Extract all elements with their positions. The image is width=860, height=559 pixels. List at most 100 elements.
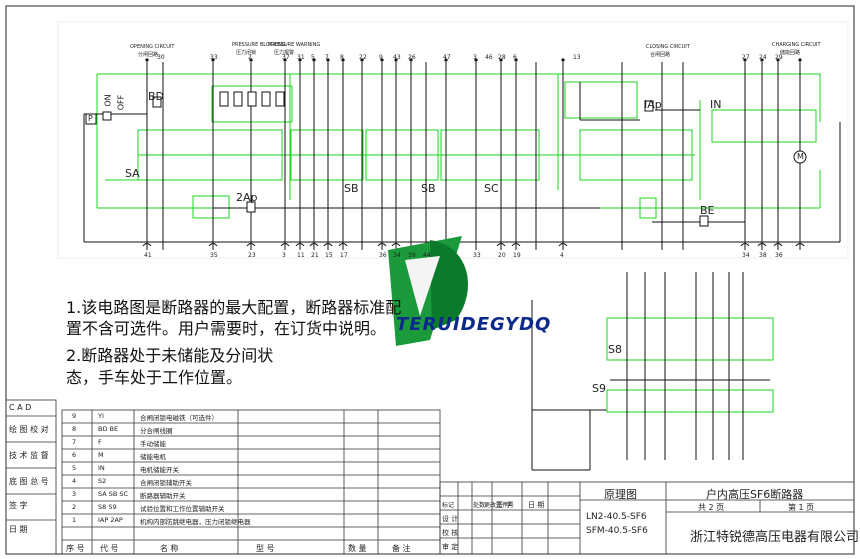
tb-audit: 审 定: [442, 543, 459, 551]
note-line-3: 2.断路器处于未储能及分间状: [66, 346, 274, 365]
bottom-terminal-number: 35: [210, 252, 218, 259]
top-terminal-number: 6: [513, 54, 517, 61]
bottom-terminal-number: 39: [408, 252, 416, 259]
bottom-terminal-number: 23: [248, 252, 256, 259]
tb-sign: 签 字: [496, 501, 513, 509]
bottom-terminal-number: 33: [473, 252, 481, 259]
pressure-warning-cn: 压力报警: [274, 50, 295, 56]
closing-circuit-title: CLOSING CIRCUIT: [646, 44, 690, 50]
top-terminal-number: 46: [485, 54, 493, 61]
parts-row-name: 合闸闭锁电磁铁（可选件）: [140, 414, 218, 422]
parts-row-name: 机构内部防跳继电器，压力闭锁继电器: [140, 518, 251, 526]
parts-row-code: M: [98, 451, 104, 459]
tb-model-1: LN2-40.5-SF6: [586, 512, 647, 522]
top-terminal-number: 13: [573, 54, 581, 61]
bottom-terminal-number: 36: [775, 252, 783, 259]
parts-row-no: 8: [72, 425, 77, 433]
label-sc: SC: [484, 182, 499, 195]
header-name: 名 称: [160, 544, 179, 553]
top-terminal-number: 9: [379, 54, 383, 61]
pressure-blocking-cn: 压力闭锁: [236, 50, 257, 56]
left-column-label: C A D: [9, 403, 32, 412]
label-off: OFF: [116, 94, 126, 111]
header-qty: 数 量: [348, 544, 367, 553]
left-column-label: 签 字: [9, 501, 28, 510]
header-no: 序 号: [66, 544, 85, 553]
tb-sheets: 共 2 页: [698, 503, 725, 512]
parts-row-name: 手动储能: [140, 440, 166, 448]
label-in: IN: [710, 98, 722, 111]
bottom-terminal-number: 21: [311, 252, 319, 259]
label-p: P: [88, 114, 93, 123]
parts-row-code: BD BE: [98, 425, 119, 433]
bottom-terminal-number: 44: [423, 252, 431, 259]
label-s9: S9: [592, 382, 606, 395]
opening-circuit-cn: 分闸回路: [138, 52, 159, 58]
bottom-terminal-number: 41: [144, 252, 152, 259]
parts-row-no: 5: [72, 464, 77, 472]
top-terminal-number: 8: [340, 54, 344, 61]
top-terminal-number: 31: [297, 54, 305, 61]
bottom-terminal-number: 15: [325, 252, 333, 259]
parts-row-no: 9: [72, 412, 77, 420]
tb-count: 处数: [473, 502, 486, 509]
top-terminal-number: 27: [742, 54, 750, 61]
parts-row-name: 分合闸线圈: [140, 427, 173, 435]
tb-drawing-name: 原理图: [604, 488, 637, 501]
top-terminal-number: 28: [498, 54, 506, 61]
parts-row-no: 7: [72, 438, 77, 446]
bottom-terminal-number: 36: [379, 252, 387, 259]
tb-check: 校 核: [442, 529, 459, 537]
top-terminal-number: 29: [775, 54, 783, 61]
top-terminal-number: 26: [408, 54, 416, 61]
logo-text: TERUIDEGYDQ: [396, 314, 552, 335]
label-iap: IAp: [644, 98, 662, 111]
note-line-4: 态，手车处于工作位置。: [66, 368, 243, 387]
pressure-warning-title: PRESSURE WARNING: [268, 42, 321, 48]
parts-row-code: YI: [98, 412, 104, 420]
tb-date: 日 期: [528, 501, 545, 509]
tb-marks: 标记: [442, 502, 455, 509]
top-terminal-number: 24: [759, 54, 767, 61]
top-terminal-number: 47: [443, 54, 451, 61]
bottom-terminal-number: 17: [340, 252, 348, 259]
parts-row-no: 6: [72, 451, 77, 459]
parts-row-name: 储能电机: [140, 453, 166, 461]
charging-circuit-cn: 储能回路: [780, 50, 801, 56]
tb-design: 设 计: [442, 515, 459, 523]
label-2ap: 2Ap: [236, 191, 258, 204]
bottom-terminal-number: 34: [742, 252, 750, 259]
tb-product: 户内高压SF6断路器: [706, 488, 804, 501]
parts-row-name: 断路器辅助开关: [140, 492, 186, 500]
parts-row-name: 电机储能开关: [140, 466, 179, 474]
parts-row-name: 合闸闭锁辅助开关: [140, 479, 192, 487]
parts-row-code: IN: [98, 464, 105, 472]
label-bd: BD: [148, 90, 165, 103]
tb-change: 更改文件号: [484, 502, 515, 509]
label-sb-2: SB: [421, 182, 436, 195]
label-sa: SA: [125, 167, 140, 180]
label-on: ON: [103, 94, 113, 107]
top-terminal-number: 2: [248, 54, 252, 61]
tb-sheet: 第 1 页: [788, 503, 815, 512]
label-sb-1: SB: [344, 182, 359, 195]
top-terminal-number: 30: [157, 54, 165, 61]
bottom-terminal-number: 34: [393, 252, 401, 259]
bottom-terminal-number: 20: [498, 252, 506, 259]
top-terminal-number: 43: [393, 54, 401, 61]
logo-mark: [388, 236, 469, 346]
parts-row-code: S2: [98, 477, 107, 485]
header-type: 型 号: [256, 544, 275, 553]
left-column-label: 日 期: [9, 525, 28, 534]
parts-row-no: 4: [72, 477, 77, 485]
tb-model-2: SFM-40.5-SF6: [586, 526, 648, 536]
top-terminal-number: 37: [282, 54, 290, 61]
parts-row-no: 2: [72, 503, 77, 511]
header-code: 代 号: [100, 544, 119, 553]
top-terminal-number: 7: [325, 54, 329, 61]
left-column-label: 底 图 总 号: [9, 477, 49, 486]
tb-company: 浙江特锐德高压电器有限公司: [690, 530, 860, 545]
note-line-1: 1.该电路图是断路器的最大配置，断路器标准配: [66, 298, 402, 317]
left-column-label: 绘 图 校 对: [9, 425, 49, 434]
